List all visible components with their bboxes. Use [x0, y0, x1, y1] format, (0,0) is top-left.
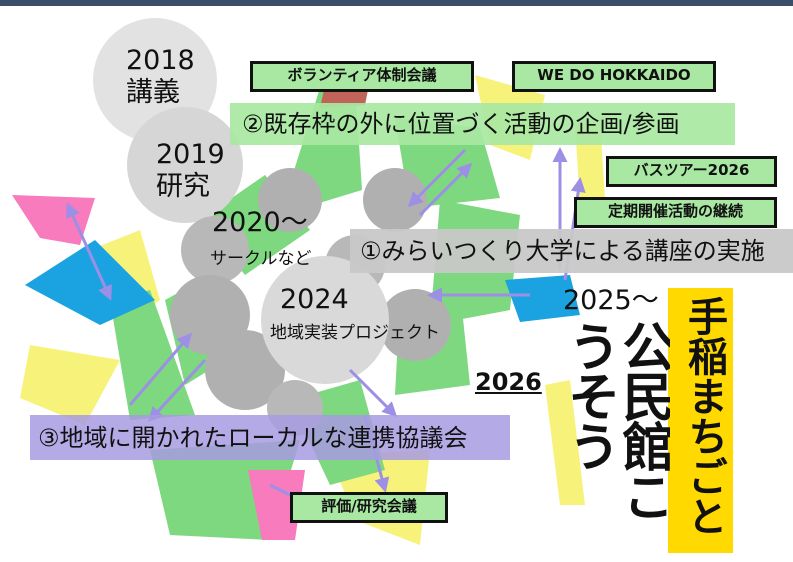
box-bustour: バスツアー2026: [606, 156, 777, 187]
band-3-bg: [30, 415, 510, 460]
bubble: [205, 330, 285, 410]
arrow: [128, 332, 192, 406]
title-vertical-main: 手稲まちごと: [681, 296, 727, 536]
band-1-bg: [350, 229, 793, 273]
arrow: [407, 148, 467, 208]
box-wedo: WE DO HOKKAIDO: [512, 61, 716, 92]
band-3-text: ③地域に開かれたローカルな連携協議会: [38, 424, 468, 452]
circle-2019: [127, 107, 243, 223]
stage-2019-year: 2019: [156, 139, 225, 170]
arrow: [418, 162, 473, 217]
arrow: [66, 202, 112, 301]
blue-shape: [505, 275, 580, 322]
arrow: [147, 358, 207, 423]
green-shape: [110, 290, 195, 420]
bubble: [363, 168, 427, 232]
stage-2019-label: 研究: [156, 171, 210, 202]
stage-2024-label: 地域実装プロジェクト: [270, 323, 440, 343]
stage-2020-label: サークルなど: [210, 249, 312, 269]
arrow: [348, 368, 398, 418]
title-yellow-bg: [668, 288, 733, 553]
stage-2020-year: 2020〜: [212, 207, 308, 238]
stage-2018-label: 講義: [126, 77, 180, 108]
header-bar: [0, 0, 793, 6]
circle-2024: [261, 256, 389, 384]
stage-2025-year: 2025〜: [563, 285, 659, 316]
band-2-bg: [230, 103, 735, 145]
yellow-shape: [545, 380, 585, 505]
bubble: [379, 289, 451, 361]
stage-2024-year: 2024: [280, 284, 349, 315]
yellow-shape: [20, 345, 120, 425]
band-1-text: ①みらいつくり大学による講座の実施: [360, 237, 765, 265]
box-evaluation: 評価/研究会議: [290, 492, 448, 523]
stage-2018-year: 2018: [126, 45, 195, 76]
bubble: [258, 168, 322, 232]
stage-2026-year: 2026: [475, 368, 542, 396]
band-2-text: ②既存枠の外に位置づく活動の企画/参画: [242, 110, 680, 138]
box-volunteer: ボランティア体制会議: [250, 61, 474, 92]
box-regular: 定期開催活動の継続: [574, 197, 777, 228]
title-black-block: 公民館こうそう: [560, 320, 670, 520]
bubble: [181, 216, 249, 284]
